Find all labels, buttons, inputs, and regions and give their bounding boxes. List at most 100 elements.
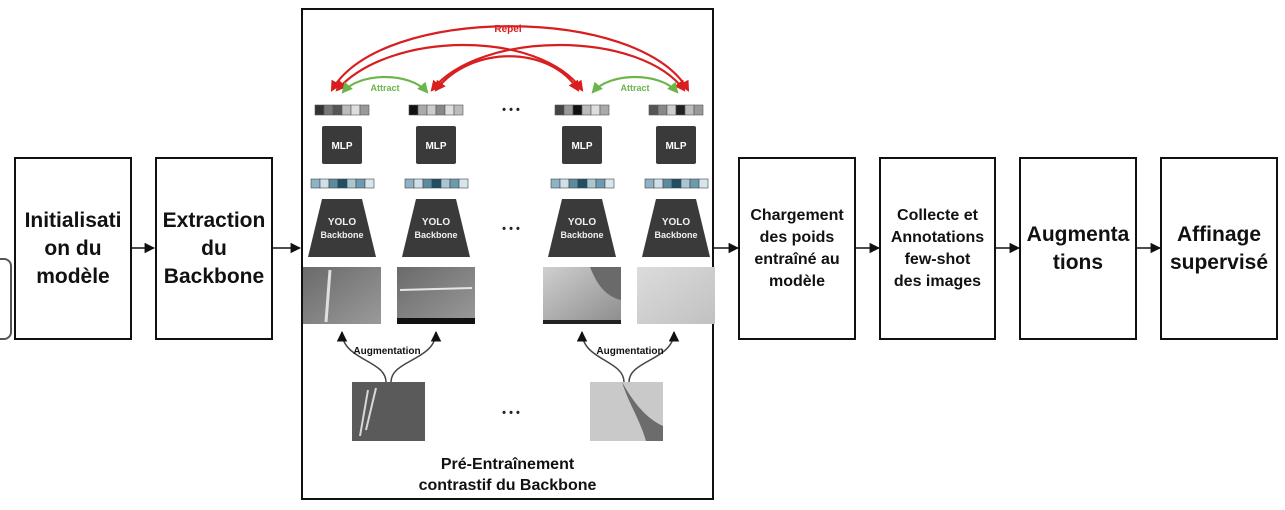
- backbone-label: Backbone: [414, 230, 457, 240]
- step-extract-box: Extraction du Backbone: [155, 157, 273, 340]
- image-streak: [399, 287, 473, 291]
- feature-cell: [337, 178, 348, 189]
- source-image-right: [590, 382, 663, 441]
- yolo-backbone-block: [548, 199, 616, 257]
- yolo-label: YOLO: [422, 217, 451, 228]
- feature-cell: [568, 178, 579, 189]
- yolo-label: YOLO: [662, 217, 691, 228]
- feature-cell: [319, 178, 330, 189]
- embedding-cell: [417, 104, 428, 116]
- backbone-label: Backbone: [320, 230, 363, 240]
- augmented-view-image: [303, 267, 381, 324]
- image-dark-band: [543, 320, 621, 324]
- embedding-cell: [341, 104, 352, 116]
- augmentation-branch-left: [336, 330, 442, 383]
- embedding-cell: [581, 104, 592, 116]
- image-highlight: [637, 267, 715, 324]
- mlp-label: MLP: [571, 141, 592, 152]
- step-augment-label: Augmenta tions: [1026, 222, 1130, 274]
- mlp-block: [322, 126, 362, 164]
- feature-cell: [559, 178, 570, 189]
- mlp-label: MLP: [665, 141, 686, 152]
- image-dark-band: [397, 318, 475, 324]
- embedding-cell: [693, 104, 704, 116]
- embedding-cell: [572, 104, 583, 116]
- feature-cell: [680, 178, 691, 189]
- embedding-cell: [657, 104, 668, 116]
- embedding-cell: [435, 104, 446, 116]
- feature-cell: [671, 178, 682, 189]
- ellipsis-bottom: • • •: [502, 407, 520, 419]
- embedding-cell: [332, 104, 343, 116]
- attract-label-left: Attract: [370, 83, 399, 93]
- feature-cell: [604, 178, 615, 189]
- feature-cell: [440, 178, 451, 189]
- augmented-view-image: [397, 267, 475, 324]
- feature-cell: [689, 178, 700, 189]
- step-extract-label: Extraction du Backbone: [162, 208, 266, 288]
- feature-cell: [422, 178, 433, 189]
- yolo-backbone-block: [308, 199, 376, 257]
- image-dark-region: [590, 267, 621, 300]
- feature-cell: [310, 178, 321, 189]
- feature-cell: [328, 178, 339, 189]
- feature-cell: [431, 178, 442, 189]
- feature-cell: [364, 178, 375, 189]
- embedding-cell: [426, 104, 437, 116]
- embedding-cell: [554, 104, 565, 116]
- mlp-label: MLP: [331, 141, 352, 152]
- mlp-block: [656, 126, 696, 164]
- yolo-backbone-block: [402, 199, 470, 257]
- embedding-cell: [675, 104, 686, 116]
- feature-cell: [644, 178, 655, 189]
- step-collect-box: Collecte et Annotations few-shot des ima…: [879, 157, 996, 340]
- feature-cell: [698, 178, 709, 189]
- feature-cell: [458, 178, 469, 189]
- backbone-label: Backbone: [654, 230, 697, 240]
- step-load-label: Chargement des poids entraîné au modèle: [750, 206, 844, 290]
- pretraining-caption: Pré-Entraînement contrastif du Backbone: [418, 456, 597, 494]
- augmentation-label-left: Augmentation: [353, 346, 420, 357]
- embedding-cell: [684, 104, 695, 116]
- embedding-cell: [359, 104, 370, 116]
- embedding-cell: [666, 104, 677, 116]
- image-streak: [324, 269, 332, 323]
- step-load-box: Chargement des poids entraîné au modèle: [738, 157, 856, 340]
- mlp-label: MLP: [425, 141, 446, 152]
- embedding-cell: [599, 104, 610, 116]
- embedding-cell: [453, 104, 464, 116]
- embedding-cell: [323, 104, 334, 116]
- step-collect-label: Collecte et Annotations few-shot des ima…: [890, 206, 985, 290]
- feature-cell: [355, 178, 366, 189]
- attract-arcs: [341, 76, 679, 94]
- yolo-backbone-block: [642, 199, 710, 257]
- embedding-cell: [648, 104, 659, 116]
- feature-cell: [586, 178, 597, 189]
- source-image-left: [352, 382, 425, 441]
- feature-cell: [404, 178, 415, 189]
- feature-cell: [577, 178, 588, 189]
- embedding-cell: [314, 104, 325, 116]
- yolo-label: YOLO: [328, 217, 357, 228]
- embedding-cell: [590, 104, 601, 116]
- feature-cell: [595, 178, 606, 189]
- feature-cell: [346, 178, 357, 189]
- attract-label-right: Attract: [620, 83, 649, 93]
- mlp-block: [562, 126, 602, 164]
- ellipsis-middle: • • •: [502, 223, 520, 235]
- step-init-label: Initialisati on du modèle: [24, 208, 122, 288]
- feature-cell: [413, 178, 424, 189]
- feature-cell: [653, 178, 664, 189]
- step-init-box: Initialisati on du modèle: [14, 157, 132, 340]
- feature-cell: [449, 178, 460, 189]
- feature-cell: [550, 178, 561, 189]
- embedding-cell: [408, 104, 419, 116]
- augmentation-branch-right: [576, 330, 680, 383]
- step-augment-box: Augmenta tions: [1019, 157, 1137, 340]
- repel-arcs: [330, 25, 690, 92]
- yolo-label: YOLO: [568, 217, 597, 228]
- embedding-cell: [444, 104, 455, 116]
- backbone-label: Backbone: [560, 230, 603, 240]
- mlp-block: [416, 126, 456, 164]
